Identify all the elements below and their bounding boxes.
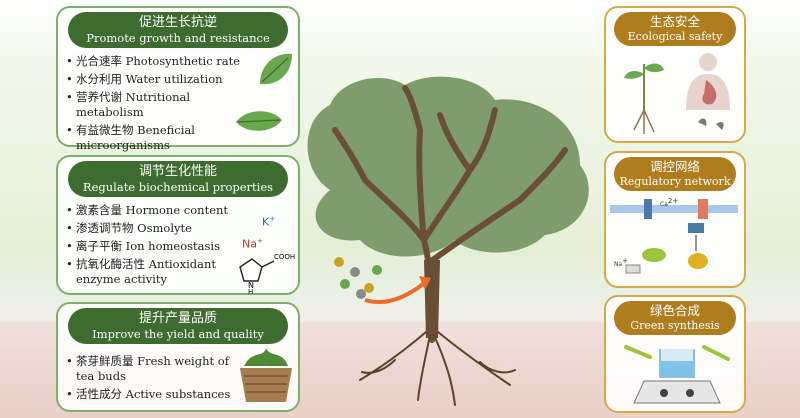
list-item: 有益微生物 Beneficial microorganisms (66, 123, 226, 153)
proline-structure (239, 258, 275, 282)
panel-header: 促进生长抗逆 Promote growth and resistance (68, 12, 288, 48)
panel-title-zh: 绿色合成 (649, 303, 700, 318)
nanoparticle-icon (334, 257, 431, 305)
arrow-icon (364, 282, 425, 305)
panel-header: 提升产量品质 Improve the yield and quality (68, 308, 288, 344)
panel-regulatory-network: 调控网络 Regulatory network Ca2+ Na+ (604, 151, 746, 288)
panel-header: 调控网络 Regulatory network (614, 157, 736, 191)
list-item: 营养代谢 Nutritional metabolism (66, 90, 246, 120)
panel-title-zh: 提升产量品质 (138, 311, 217, 326)
panel-header: 生态安全 Ecological safety (614, 12, 736, 46)
potassium-ion-label: K+ (262, 215, 276, 229)
list-item: 活性成分 Active substances (66, 387, 231, 402)
leaf-icon (260, 53, 292, 85)
benefit-list: 光合速率 Photosynthetic rate 水分利用 Water util… (66, 54, 246, 156)
leaf-icon (236, 111, 282, 131)
benefit-list: 茶芽鲜质量 Fresh weight of tea buds 活性成分 Acti… (66, 354, 231, 405)
panel-biochemical: 调节生化性能 Regulate biochemical properties 激… (56, 155, 300, 296)
panel-yield-quality: 提升产量品质 Improve the yield and quality 茶芽鲜… (56, 302, 300, 412)
tree-canopy (307, 76, 589, 257)
panel-title-en: Regulate biochemical properties (82, 180, 274, 194)
panel-title-en: Regulatory network (619, 175, 731, 188)
molecule-cooh-label: COOH (274, 253, 296, 261)
panel-title-en: Ecological safety (627, 30, 723, 43)
list-item: 激素含量 Hormone content (66, 203, 241, 218)
molecule-h-label: H (248, 288, 254, 296)
panel-header: 调节生化性能 Regulate biochemical properties (68, 161, 288, 197)
seedling-icon (624, 63, 664, 134)
panel-title-zh: 生态安全 (649, 14, 700, 29)
panel-title-en: Green synthesis (630, 319, 720, 332)
panel-title-zh: 促进生长抗逆 (138, 15, 217, 30)
arrowhead-icon (419, 276, 431, 290)
membrane-icon (610, 199, 738, 274)
list-item: 水分利用 Water utilization (66, 72, 246, 87)
panel-title-zh: 调控网络 (649, 159, 700, 174)
panel-green-synthesis: 绿色合成 Green synthesis (604, 295, 746, 413)
list-item: 离子平衡 Ion homeostasis (66, 239, 241, 254)
human-body-icon (686, 53, 730, 130)
panel-growth-resistance: 促进生长抗逆 Promote growth and resistance 光合速… (56, 6, 300, 152)
tree-roots (359, 331, 516, 406)
basket-icon (240, 348, 292, 402)
molecule-n-label: N (248, 281, 254, 290)
sodium-ion-label: Na+ (614, 257, 629, 268)
benefit-list: 激素含量 Hormone content 渗透调节物 Osmolyte 离子平衡… (66, 203, 241, 290)
panel-title-zh: 调节生化性能 (138, 164, 217, 179)
list-item: 抗氧化酶活性 Antioxidant enzyme activity (66, 257, 241, 287)
panel-header: 绿色合成 Green synthesis (614, 301, 736, 335)
panel-title-en: Promote growth and resistance (86, 31, 270, 45)
panel-title-en: Improve the yield and quality (92, 327, 264, 341)
list-item: 渗透调节物 Osmolyte (66, 221, 241, 236)
sodium-ion-label: Na+ (242, 237, 263, 251)
calcium-ion-label: Ca2+ (660, 197, 679, 208)
tree-branches (332, 85, 568, 343)
panel-ecological-safety: 生态安全 Ecological safety (604, 6, 746, 143)
hotplate-icon (624, 345, 730, 404)
list-item: 茶芽鲜质量 Fresh weight of tea buds (66, 354, 231, 384)
list-item: 光合速率 Photosynthetic rate (66, 54, 246, 69)
